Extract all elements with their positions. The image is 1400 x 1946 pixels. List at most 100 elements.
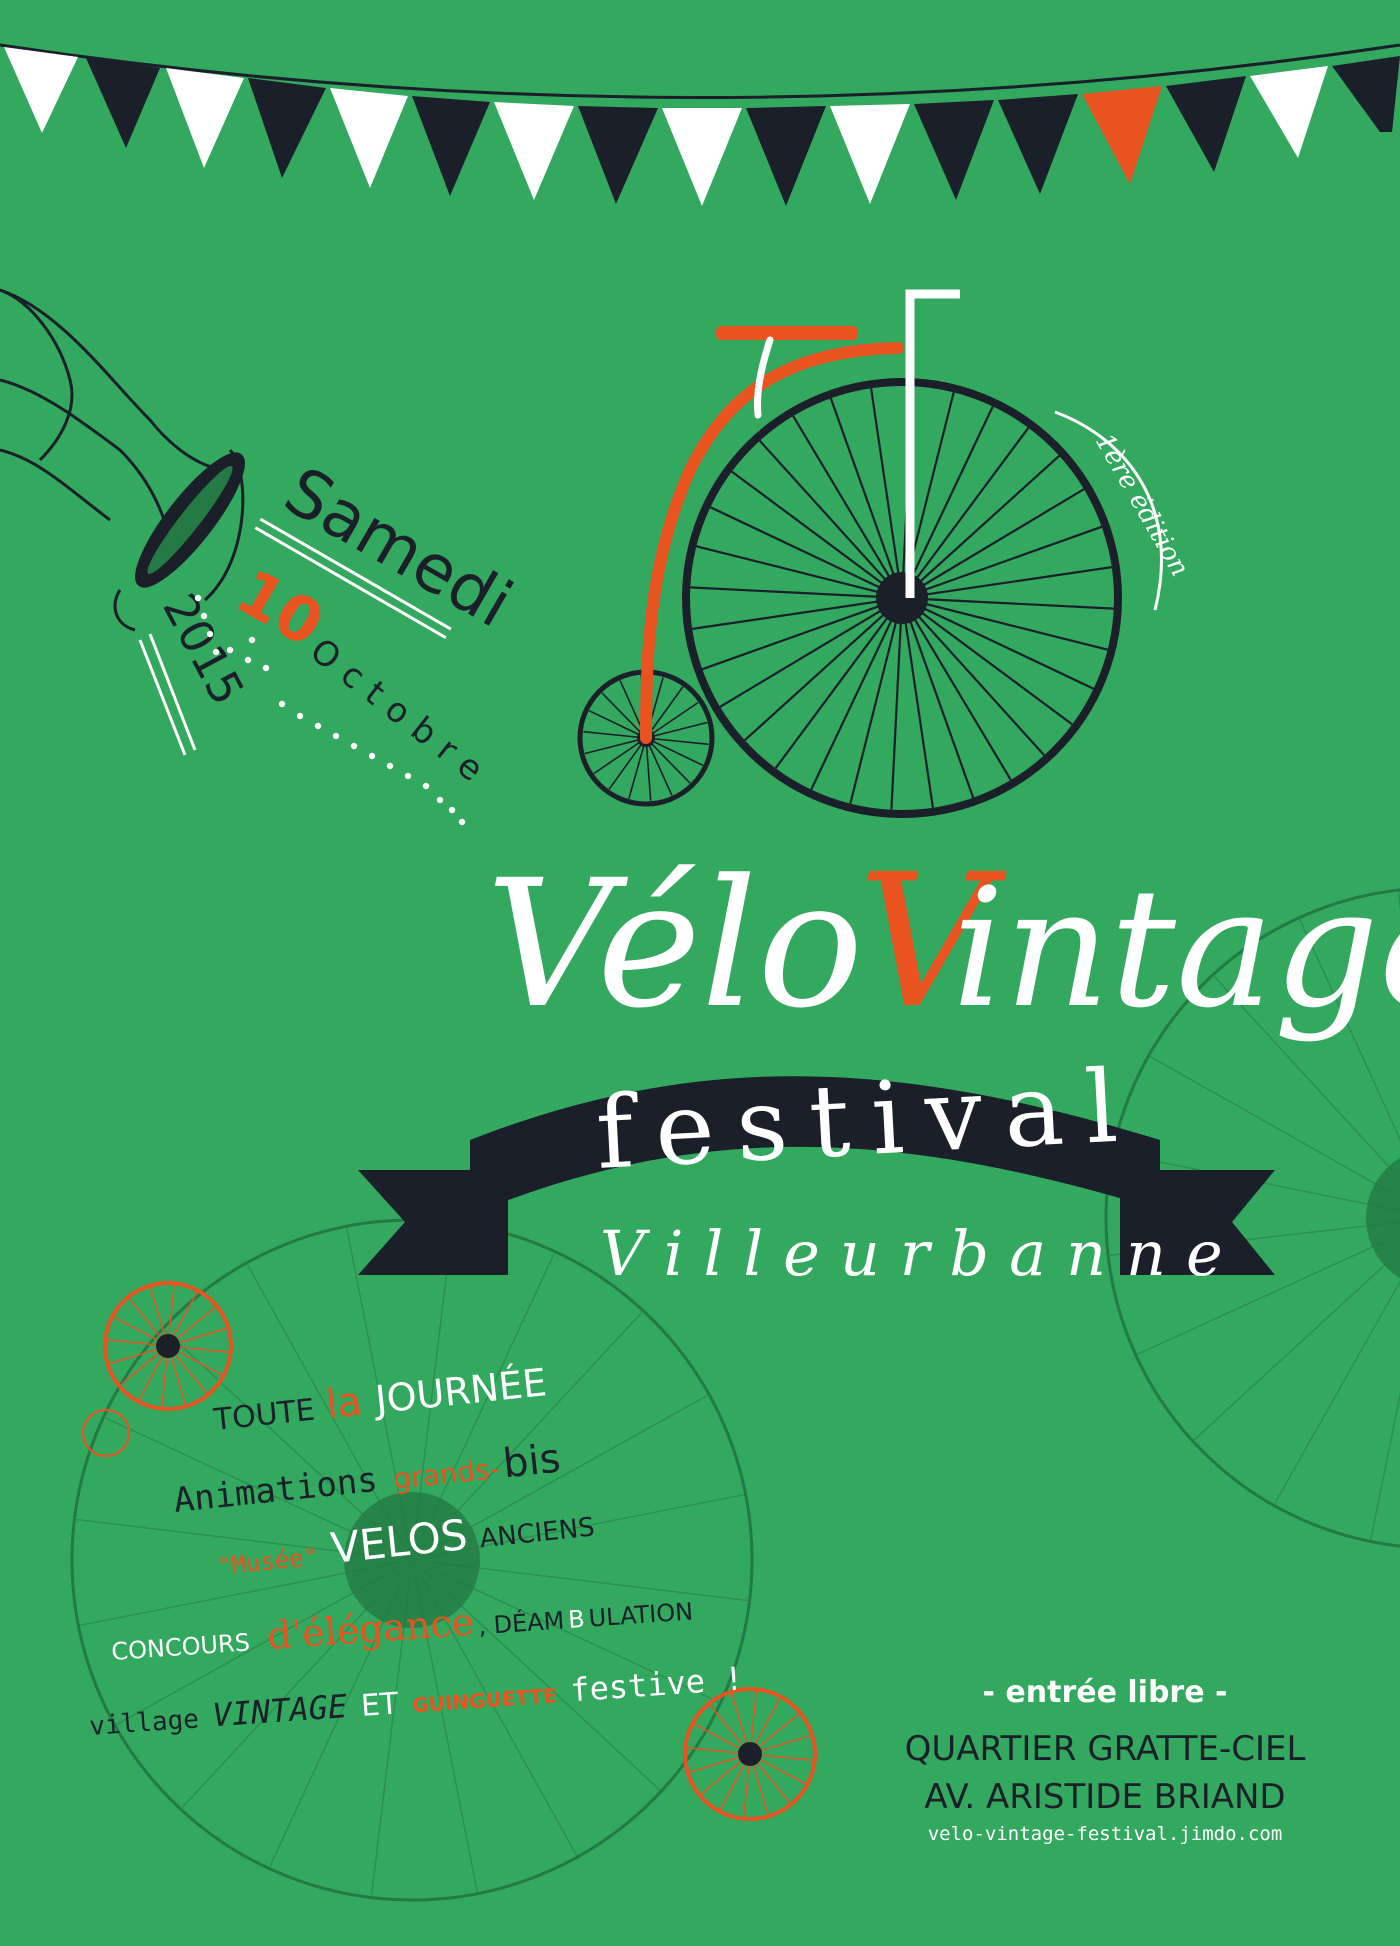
program-word: , DÉAM [477, 1605, 565, 1640]
orange-wheel-tiny [82, 1409, 130, 1457]
decorative-dot [200, 612, 208, 620]
wheel-spoke [608, 737, 647, 790]
website-link[interactable]: velo-vintage-festival.jimdo.com [928, 1823, 1283, 1845]
decorative-dot [436, 796, 444, 804]
wheel-spoke [901, 597, 1046, 756]
wheel-spoke [792, 415, 903, 599]
decorative-dot [332, 732, 340, 740]
wheel-spoke [645, 701, 699, 739]
festival-title: Vélo V intage [486, 835, 1400, 1049]
wheel-spoke [719, 597, 903, 708]
bunting-flags [0, 43, 1400, 206]
decorative-dot [262, 664, 270, 672]
wheel-spoke [1274, 1280, 1400, 1504]
program-word: GUINGUETTE [412, 1683, 558, 1717]
wheel-spoke [645, 721, 708, 739]
decorative-dot [448, 806, 456, 814]
program-word: VINTAGE [211, 1687, 349, 1734]
avenue-label: AV. ARISTIDE BRIAND [924, 1777, 1285, 1817]
edition-label: 1ère édition [1089, 429, 1195, 582]
program-line-1: TOUTE la JOURNÉE [210, 1359, 549, 1440]
wheel-spoke [645, 737, 652, 801]
edition-mark: 1ère édition [1054, 410, 1195, 611]
wheel-spoke [901, 566, 1112, 600]
program-word: ANCIENS [478, 1512, 596, 1554]
orange-wheel-top-left [103, 1281, 233, 1411]
wheel-spoke [901, 488, 1085, 599]
wheel-spoke [901, 597, 1012, 781]
title-vintage-rest: intage [952, 853, 1400, 1044]
wheel-spoke [901, 405, 994, 599]
decorative-dot [422, 782, 430, 790]
decorative-dot [296, 712, 304, 720]
program-word: TOUTE [211, 1393, 316, 1438]
title-velo: Vélo [486, 842, 863, 1047]
decorative-dot [226, 646, 234, 654]
wheel-spoke [758, 440, 903, 599]
wheel-spoke [692, 596, 903, 630]
wheel-spoke [588, 709, 647, 739]
wheel-spoke [901, 427, 1030, 599]
decorative-dot [206, 630, 214, 638]
wheel-spoke [1299, 919, 1400, 1141]
svg-text:village VINTAGE: village VINTAGE ET GUINGUETTE festive ! [88, 1659, 745, 1743]
wheel-spoke [701, 596, 903, 671]
ribbon-banner: festival [358, 1047, 1275, 1275]
wheel-spoke [731, 470, 903, 599]
decorative-dot [278, 700, 286, 708]
program-word: la [324, 1379, 364, 1428]
decorative-dot [386, 762, 394, 770]
decorative-dot [194, 594, 202, 602]
program-word: d'élégance [266, 1600, 476, 1658]
wheel-spoke [901, 454, 1060, 599]
date-month: Octobre [302, 631, 499, 798]
decorative-dot [248, 636, 256, 644]
background-wheel-right [1104, 888, 1400, 1548]
wheel-spoke [601, 692, 647, 739]
wheel-spoke [583, 730, 647, 739]
svg-text:TOUTE la JOURN: TOUTE la JOURNÉE [210, 1359, 549, 1440]
orange-wheel-bottom [683, 1687, 817, 1821]
program-word: bis [501, 1436, 563, 1488]
program-word: ET [360, 1686, 400, 1724]
wheel-spoke [890, 597, 904, 810]
program-word: "Musée" [216, 1543, 320, 1581]
wheel-spoke [829, 397, 904, 599]
wheel-spoke [645, 737, 691, 784]
wheel-spoke [744, 597, 903, 742]
background-wheel-bottom-left [70, 1218, 754, 1902]
title-city: Villeurbanne [600, 1217, 1243, 1290]
wheel-spoke [584, 737, 647, 755]
wheel-spoke [1370, 1391, 1400, 1540]
wheel-spoke [870, 388, 904, 599]
event-info: - entrée libre - QUARTIER GRATTE-CIEL AV… [905, 1675, 1306, 1845]
wheel-spoke [593, 737, 647, 775]
entry-label: - entrée libre - [983, 1675, 1228, 1710]
title-vintage-initial: V [858, 835, 1007, 1049]
program-word: CONCOURS [110, 1628, 250, 1666]
program-word: Animations [172, 1460, 380, 1521]
wheel-spoke [696, 545, 903, 600]
wheel-spoke [810, 597, 903, 791]
wheel-spoke [645, 737, 673, 796]
program-word: ULATION [588, 1597, 694, 1632]
wheel-spoke [900, 597, 934, 808]
wheel-spoke [628, 737, 647, 799]
decorative-dot [314, 722, 322, 730]
wheel-spoke [901, 596, 1108, 651]
decorative-dot [212, 648, 220, 656]
wheel-spoke [849, 597, 904, 804]
penny-farthing-bicycle-icon [577, 289, 1122, 818]
wheel-spoke [901, 597, 1073, 726]
decorative-dot [350, 742, 358, 750]
district-label: QUARTIER GRATTE-CIEL [905, 1729, 1306, 1769]
wheel-spoke [900, 597, 975, 799]
wheel-spoke [901, 525, 1103, 600]
wheel-spoke [901, 597, 1095, 690]
decorative-dot [368, 752, 376, 760]
program-word: grands- [392, 1452, 502, 1496]
decorative-dot [458, 818, 466, 826]
wheel-spoke [645, 737, 709, 746]
decorative-dot [404, 772, 412, 780]
